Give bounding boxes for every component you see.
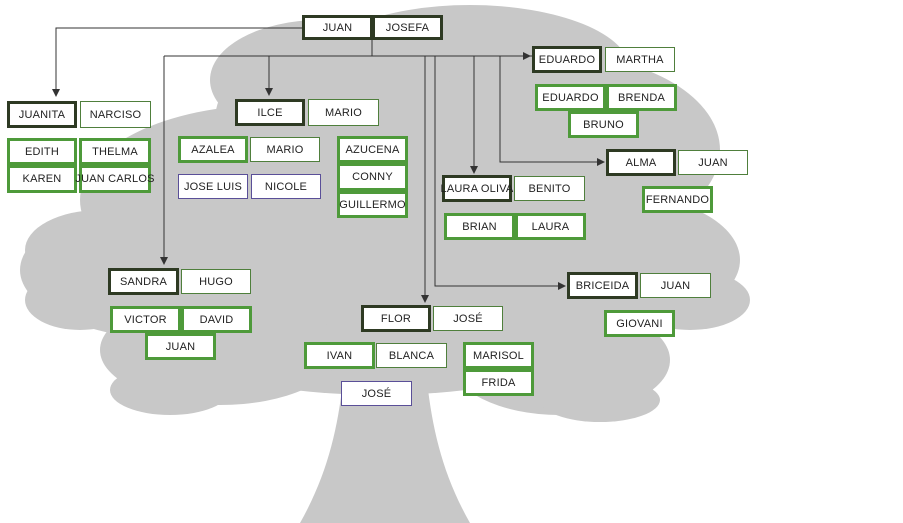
person-martha: MARTHA xyxy=(605,47,675,72)
person-sandra: SANDRA xyxy=(108,268,179,295)
person-jose-ivan: JOSÉ xyxy=(341,381,412,406)
person-laura: LAURA xyxy=(515,213,586,240)
person-ivan: IVAN xyxy=(304,342,375,369)
person-blanca: BLANCA xyxy=(376,343,447,368)
person-giovani: GIOVANI xyxy=(604,310,675,337)
person-eduardo-child: EDUARDO xyxy=(535,84,606,111)
person-ilce: ILCE xyxy=(235,99,305,126)
person-alma: ALMA xyxy=(606,149,676,176)
person-jose-flor: JOSÉ xyxy=(433,306,503,331)
person-juanita: JUANITA xyxy=(7,101,77,128)
person-brenda: BRENDA xyxy=(606,84,677,111)
person-mario-spouse: MARIO xyxy=(308,99,379,126)
person-thelma: THELMA xyxy=(79,138,151,165)
person-mario-child: MARIO xyxy=(250,137,320,162)
person-bruno: BRUNO xyxy=(568,111,639,138)
person-azucena: AZUCENA xyxy=(337,136,408,163)
person-marisol: MARISOL xyxy=(463,342,534,369)
person-benito: BENITO xyxy=(514,176,585,201)
person-guillermo: GUILLERMO xyxy=(337,191,408,218)
person-josefa: JOSEFA xyxy=(372,15,443,40)
person-juan-briceida: JUAN xyxy=(640,273,711,298)
person-narciso: NARCISO xyxy=(80,101,151,128)
person-juan-sandra: JUAN xyxy=(145,333,216,360)
person-briceida: BRICEIDA xyxy=(567,272,638,299)
person-hugo: HUGO xyxy=(181,269,251,294)
person-azalea: AZALEA xyxy=(178,136,248,163)
person-jose-luis: JOSE LUIS xyxy=(178,174,248,199)
person-fernando: FERNANDO xyxy=(642,186,713,213)
person-edith: EDITH xyxy=(7,138,77,165)
person-karen: KAREN xyxy=(7,165,77,193)
person-frida: FRIDA xyxy=(463,369,534,396)
person-juan-root: JUAN xyxy=(302,15,373,40)
connector-juanita xyxy=(52,27,302,97)
person-victor: VICTOR xyxy=(110,306,181,333)
connector-briceida xyxy=(434,56,566,290)
person-nicole: NICOLE xyxy=(251,174,321,199)
person-juan-alma: JUAN xyxy=(678,150,748,175)
person-david: DAVID xyxy=(181,306,252,333)
person-conny: CONNY xyxy=(337,163,408,191)
person-eduardo-parent: EDUARDO xyxy=(532,46,602,73)
person-flor: FLOR xyxy=(361,305,431,332)
connector-alma xyxy=(499,56,605,166)
person-juan-carlos: JUAN CARLOS xyxy=(75,165,154,193)
person-laura-oliva: LAURA OLIVA xyxy=(441,175,513,202)
person-brian: BRIAN xyxy=(444,213,515,240)
